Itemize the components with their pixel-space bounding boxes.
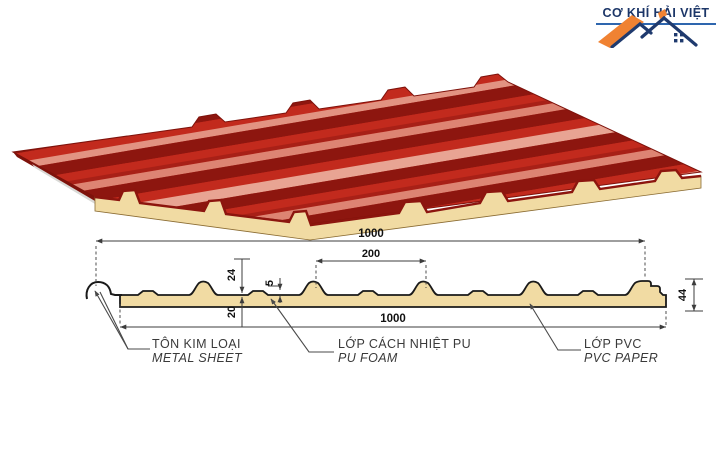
label-pu-foam-en: PU FOAM xyxy=(338,351,398,365)
dim-total-thickness: 44 xyxy=(677,288,689,301)
leader-lines xyxy=(94,290,581,353)
dim-foam-thickness: 20 xyxy=(226,306,238,318)
label-pu-foam: LỚP CÁCH NHIỆT PU PU FOAM xyxy=(338,337,471,365)
label-pvc-paper-vi: LỚP PVC xyxy=(584,337,642,351)
label-metal-sheet-en: METAL SHEET xyxy=(152,351,243,365)
dimension-lines xyxy=(96,238,703,330)
dim-overall-width-bottom: 1000 xyxy=(380,313,406,325)
cross-section: 1000 200 24 5 20 44 1000 xyxy=(85,228,703,353)
label-pvc-paper-en: PVC PAPER xyxy=(584,351,659,365)
panel-overhang-underside xyxy=(32,164,95,204)
label-metal-sheet: TÔN KIM LOẠI METAL SHEET xyxy=(152,337,242,365)
dim-bump-height: 5 xyxy=(264,280,276,286)
dim-rib-spacing: 200 xyxy=(362,248,380,260)
dim-overall-width-top: 1000 xyxy=(358,228,384,240)
panel-sheet-edge xyxy=(94,168,702,227)
label-metal-sheet-vi: TÔN KIM LOẠI xyxy=(152,337,241,351)
logo-text: CƠ KHÍ HẢI VIỆT xyxy=(602,6,710,20)
logo-house-icon xyxy=(598,9,698,48)
extension-lines xyxy=(95,246,667,325)
label-pu-foam-vi: LỚP CÁCH NHIỆT PU xyxy=(338,337,472,351)
label-pvc-paper: LỚP PVC PVC PAPER xyxy=(584,337,658,365)
dim-rib-height: 24 xyxy=(226,268,238,281)
section-sheet-hook xyxy=(85,280,122,300)
panel-top-outline xyxy=(11,73,703,225)
section-foam-profile xyxy=(119,280,667,308)
logo: CƠ KHÍ HẢI VIỆT xyxy=(596,6,716,48)
